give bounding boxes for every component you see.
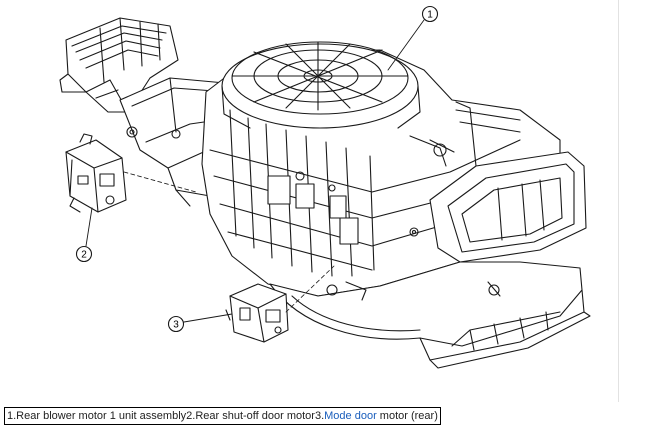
callout-1: 1 (387, 5, 439, 71)
blower-motor-dome (221, 41, 421, 129)
outlet-box (429, 101, 587, 263)
mode-door-link[interactable]: Mode door (324, 410, 377, 422)
callout-3: 3 (167, 313, 233, 333)
lower-volute (269, 261, 591, 369)
caption-part-3-suffix: motor (rear) (376, 410, 438, 422)
installation-guide-lines (123, 171, 335, 313)
callout-2-number: 2 (81, 250, 87, 261)
callout-3-number: 3 (173, 320, 179, 331)
hvac-assembly-illustration: 1 2 3 (59, 5, 591, 369)
shut-off-door-motor-part (65, 133, 127, 213)
callout-2: 2 (75, 207, 93, 263)
right-divider (618, 0, 619, 402)
mode-door-motor-part (225, 283, 289, 343)
caption-part-1: 1.Rear blower motor 1 unit assembly (7, 410, 187, 422)
callout-1-number: 1 (427, 10, 433, 21)
parts-caption: 1.Rear blower motor 1 unit assembly2.Rea… (4, 407, 441, 425)
caption-part-2: 2.Rear shut-off door motor (186, 410, 315, 422)
caption-part-3-prefix: 3. (314, 410, 325, 422)
